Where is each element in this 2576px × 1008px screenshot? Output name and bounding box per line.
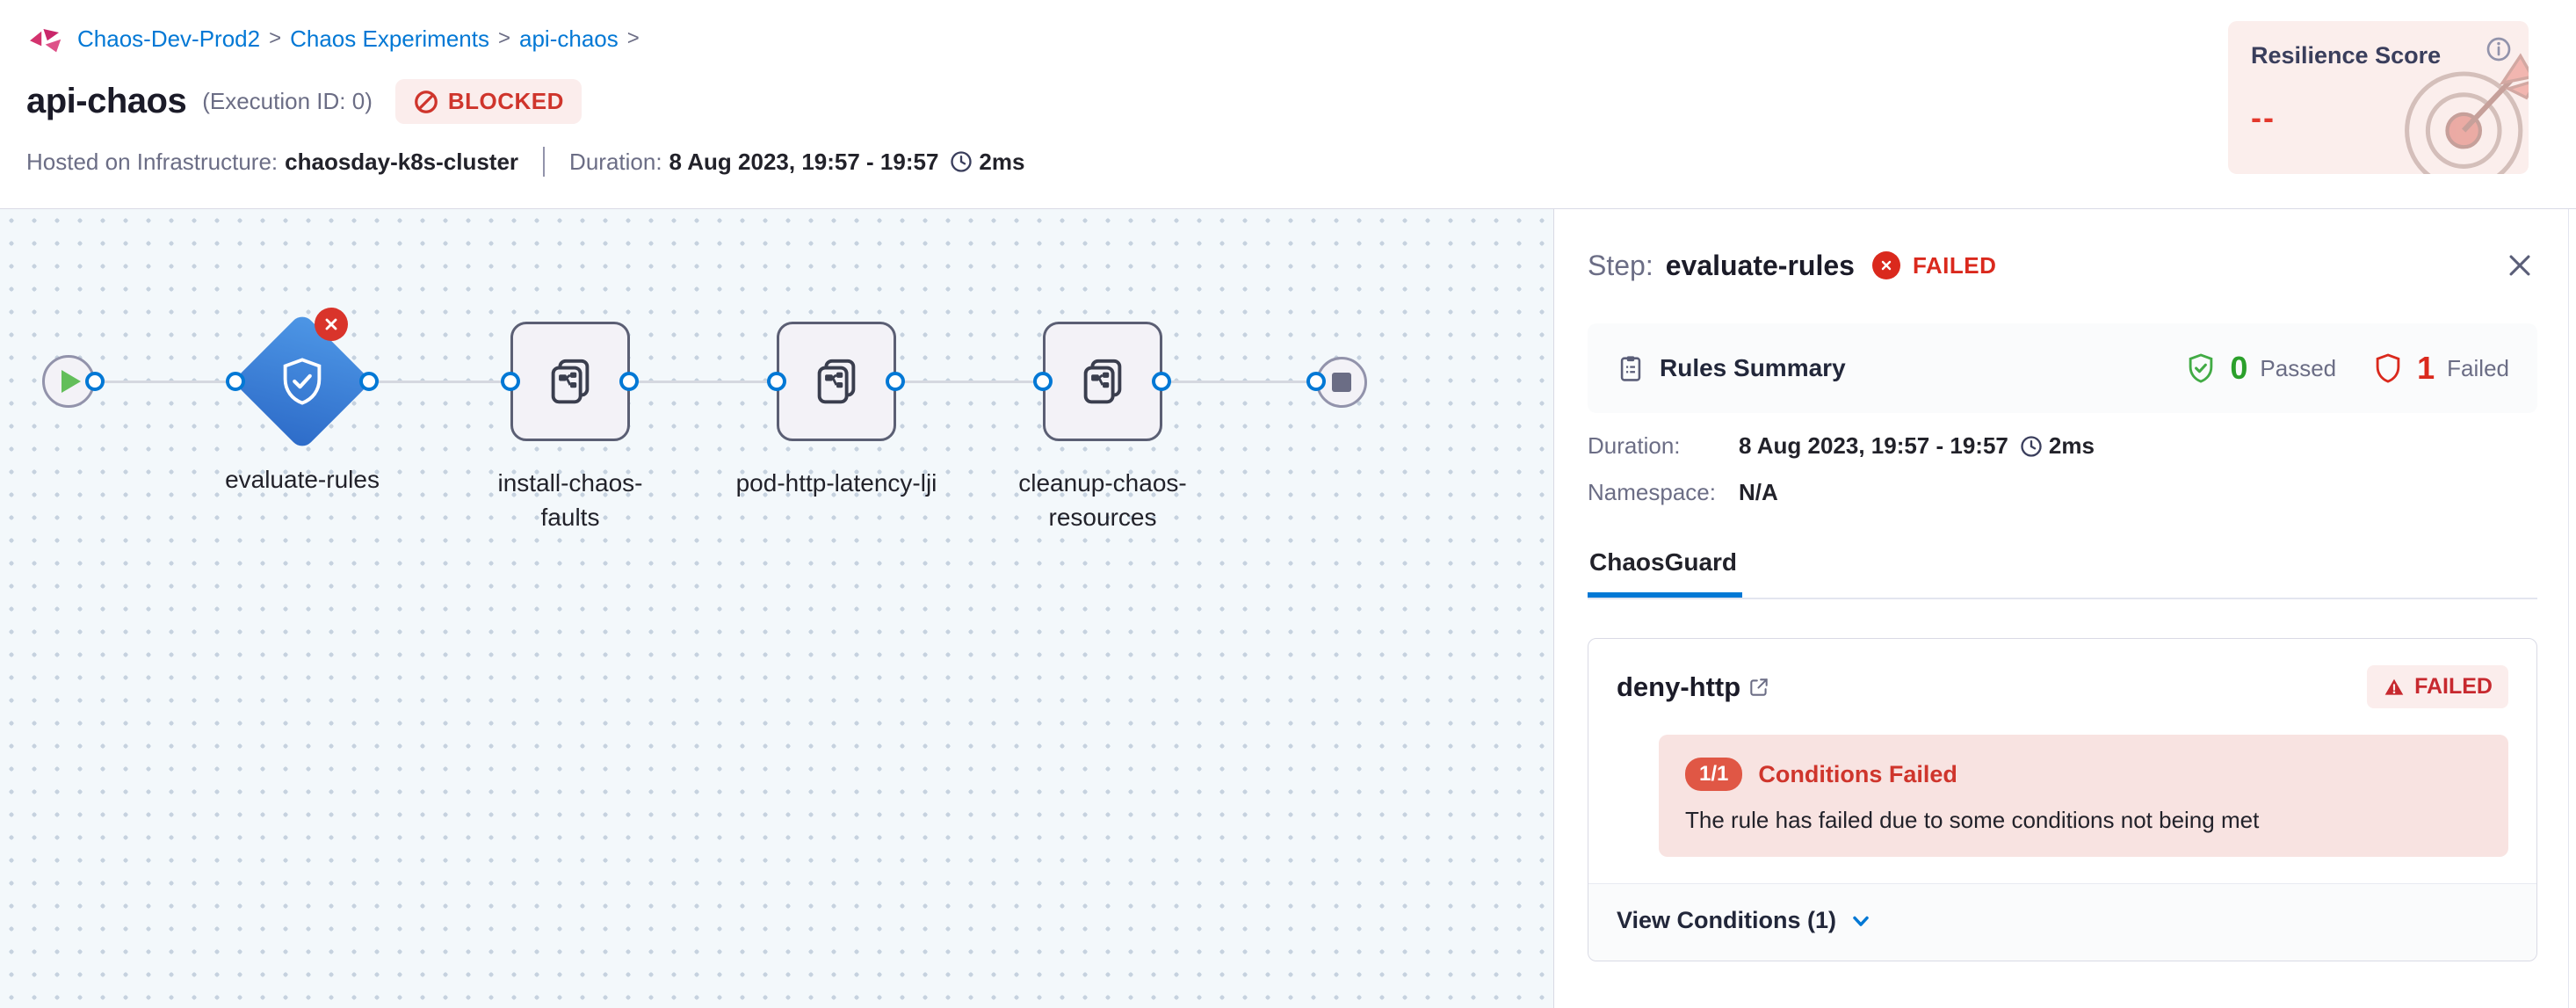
pipeline-node-pod-http-latency[interactable] [777,322,896,441]
node-label: pod-http-latency-lji [735,469,937,497]
resilience-score-title: Resilience Score [2251,42,2442,69]
breadcrumb-link-experiments[interactable]: Chaos Experiments [290,25,489,52]
step-details-panel: Step: evaluate-rules FAILED [1553,209,2576,1008]
stop-icon [1332,373,1351,392]
elapsed-value: 2ms [979,148,1025,175]
node-port[interactable] [501,372,520,391]
node-label: cleanup-chaos-resources [1018,469,1187,532]
breadcrumb-link-project[interactable]: Chaos-Dev-Prod2 [77,25,261,52]
node-port[interactable] [226,372,245,391]
duration-label: Duration: [569,148,662,175]
pipeline-edge [95,381,235,383]
pipeline-node-evaluate-rules[interactable] [232,311,373,452]
external-link-icon[interactable] [1747,676,1770,699]
breadcrumb: Chaos-Dev-Prod2 > Chaos Experiments > ap… [26,19,2576,58]
pipeline-node-cleanup-chaos-resources[interactable] [1043,322,1162,441]
pipeline-edge [629,381,777,383]
resilience-score-value: -- [2251,99,2276,135]
resilience-score-card: Resilience Score -- [2228,21,2529,174]
failed-circle-icon [1871,251,1900,279]
breadcrumb-link-experiment[interactable]: api-chaos [519,25,619,52]
node-port[interactable] [1152,372,1171,391]
info-icon[interactable] [2485,35,2513,63]
rule-status-badge: FAILED [2367,665,2508,708]
faults-doc-icon [1083,359,1122,404]
node-failed-badge[interactable] [315,308,348,341]
status-badge-blocked: BLOCKED [394,79,582,124]
namespace-value: N/A [1739,479,1778,505]
x-mark-icon [325,318,337,330]
conditions-failed-alert: 1/1 Conditions Failed The rule has faile… [1659,735,2508,857]
rule-card-deny-http: deny-http FAILED 1/1 [1588,638,2537,961]
node-port[interactable] [1033,372,1053,391]
shield-check-icon [283,358,322,405]
node-port[interactable] [767,372,786,391]
step-name: evaluate-rules [1665,249,1855,281]
panel-elapsed-value: 2ms [2048,432,2095,459]
target-dart-illustration-icon [2405,53,2529,174]
execution-id: (Execution ID: 0) [202,88,373,114]
rules-summary-card: Rules Summary 0 Passed 1 Failed [1588,323,2537,413]
panel-duration-label: Duration: [1588,432,1681,459]
no-entry-icon [414,90,438,113]
chevron-down-icon [1853,916,1869,926]
node-port[interactable] [886,372,905,391]
breadcrumb-separator: > [498,26,511,50]
breadcrumb-separator: > [626,26,640,50]
step-status: FAILED [1912,251,1997,279]
failed-count: 1 [2417,350,2435,386]
panel-duration-value: 8 Aug 2023, 19:57 - 19:57 [1739,432,2008,459]
node-port[interactable] [85,372,105,391]
duration-value: 8 Aug 2023, 19:57 - 19:57 [669,148,939,175]
pipeline-edge [895,381,1043,383]
shield-passed-icon [2189,353,2213,383]
node-label: evaluate-rules [225,466,380,493]
panel-tabs: ChaosGuard [1588,548,2537,599]
page-title: api-chaos [26,82,187,120]
conditions-failed-title: Conditions Failed [1758,760,1957,787]
clock-icon [951,151,973,172]
rule-status-label: FAILED [2414,674,2493,699]
pipeline-canvas[interactable]: evaluate-rules install-chaos-faults pod-… [0,209,1553,1008]
failed-label: Failed [2447,354,2509,381]
step-label: Step: [1588,249,1653,281]
rule-name-link[interactable]: deny-http [1617,671,1741,702]
rules-summary-title: Rules Summary [1660,354,1846,381]
passed-count: 0 [2230,350,2248,386]
clock-icon [2021,435,2042,457]
node-port[interactable] [619,372,639,391]
faults-doc-icon [817,359,856,404]
view-conditions-button[interactable]: View Conditions (1) [1588,883,2536,961]
meta-divider [543,147,546,177]
infra-value: chaosday-k8s-cluster [285,148,519,175]
view-conditions-label: View Conditions (1) [1617,907,1837,933]
page-header: Chaos-Dev-Prod2 > Chaos Experiments > ap… [0,0,2576,209]
conditions-failed-message: The rule has failed due to some conditio… [1685,807,2260,833]
play-icon [62,370,81,393]
warning-triangle-icon [2384,678,2404,695]
pipeline-node-install-chaos-faults[interactable] [510,322,630,441]
node-label: install-chaos-faults [497,469,643,532]
breadcrumb-separator: > [269,26,282,50]
status-badge-label: BLOCKED [447,88,564,114]
clipboard-icon [1620,356,1641,381]
passed-label: Passed [2260,354,2337,381]
close-icon [2509,255,2530,276]
pipeline-edge [1161,381,1316,383]
tab-chaosguard[interactable]: ChaosGuard [1588,548,1743,598]
chaos-module-logo-icon [30,29,62,53]
conditions-count-pill: 1/1 [1685,758,1743,791]
shield-failed-icon [2376,353,2400,383]
node-port[interactable] [359,372,379,391]
namespace-label: Namespace: [1588,479,1716,505]
node-port[interactable] [1306,372,1326,391]
pipeline-edge [369,381,510,383]
close-panel-button[interactable] [2502,248,2537,283]
faults-doc-icon [551,359,590,404]
infra-label: Hosted on Infrastructure: [26,148,279,175]
